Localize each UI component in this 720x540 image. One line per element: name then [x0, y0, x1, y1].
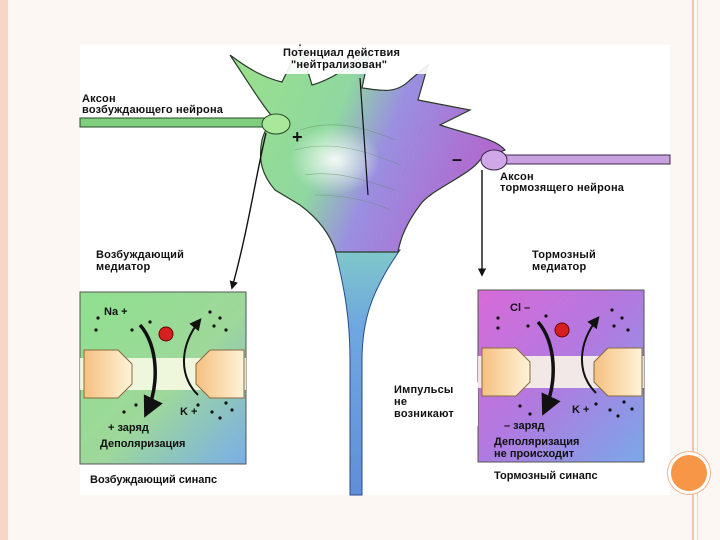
left-down-arrow	[138, 323, 163, 418]
slide-right-border-inner	[697, 0, 698, 540]
left-connector-arrow	[229, 132, 267, 290]
left-charge-label: + заряд	[108, 422, 149, 434]
soma-glow	[290, 125, 380, 195]
slide-left-border	[0, 0, 8, 540]
left-mediator-dot	[158, 326, 174, 342]
right-presynaptic-knob	[481, 347, 531, 397]
right-mediator-dot	[554, 322, 570, 338]
excitatory-axon-label-line2: возбуждающего нейрона	[82, 104, 224, 116]
inhibitory-axon-label-line1: Аксон	[500, 171, 534, 183]
inhibitory-axon	[497, 154, 671, 165]
right-down-arrow	[536, 320, 561, 416]
excitatory-terminal	[261, 113, 291, 135]
right-postsynaptic-knob	[593, 347, 643, 397]
left-ion-dots	[94, 310, 234, 420]
excitatory-mediator-label-line1: Возбуждающий	[96, 249, 185, 261]
inhibitory-mediator-label-line2: медиатор	[532, 261, 587, 273]
right-charge-label: – заряд	[504, 420, 545, 432]
left-ion-bottom: K +	[180, 406, 198, 418]
right-ion-bottom: K +	[572, 404, 590, 416]
right-ion-dots	[496, 308, 634, 418]
right-process-label-line2: не происходит	[494, 448, 575, 460]
potential-label-line2: "нейтрализован"	[291, 59, 388, 71]
left-postsynaptic-knob	[195, 349, 245, 399]
left-ion-top: Na +	[104, 306, 128, 318]
inhibitory-mediator-label-line1: Тормозный	[532, 249, 596, 261]
slide-right-border	[692, 0, 694, 540]
left-process-label: Деполяризация	[100, 438, 186, 450]
right-ion-top: Cl –	[510, 302, 531, 314]
right-synapse-caption: Тормозный синапс	[494, 470, 598, 482]
impulses-label-line3: возникают	[394, 408, 454, 420]
impulses-label-line1: Импульсы	[394, 384, 454, 396]
potential-pointer	[359, 77, 369, 196]
excitatory-axon	[79, 117, 269, 128]
minus-sign: –	[452, 149, 463, 169]
axon-shaft	[334, 249, 401, 496]
soma-texture	[294, 124, 401, 211]
left-presynaptic-knob	[83, 349, 133, 399]
impulses-label-line2: не	[394, 396, 408, 408]
excitatory-mediator-label-line2: медиатор	[96, 261, 151, 273]
right-up-arrow	[581, 316, 600, 394]
left-synapse-caption: Возбуждающий синапс	[90, 474, 218, 486]
excitatory-axon-label-line1: Аксон	[82, 93, 116, 105]
potential-label-bg	[272, 46, 434, 74]
inhibitory-axon-label-line2: тормозящего нейрона	[500, 182, 625, 194]
plus-sign: +	[292, 127, 303, 147]
inhibitory-terminal	[480, 149, 508, 171]
right-process-label-line1: Деполяризация	[494, 436, 580, 448]
left-up-arrow	[183, 318, 202, 396]
impulses-label-bg	[392, 382, 478, 426]
potential-label-line1: Потенциал действия	[283, 47, 401, 59]
slide-decor-circle	[668, 452, 710, 494]
